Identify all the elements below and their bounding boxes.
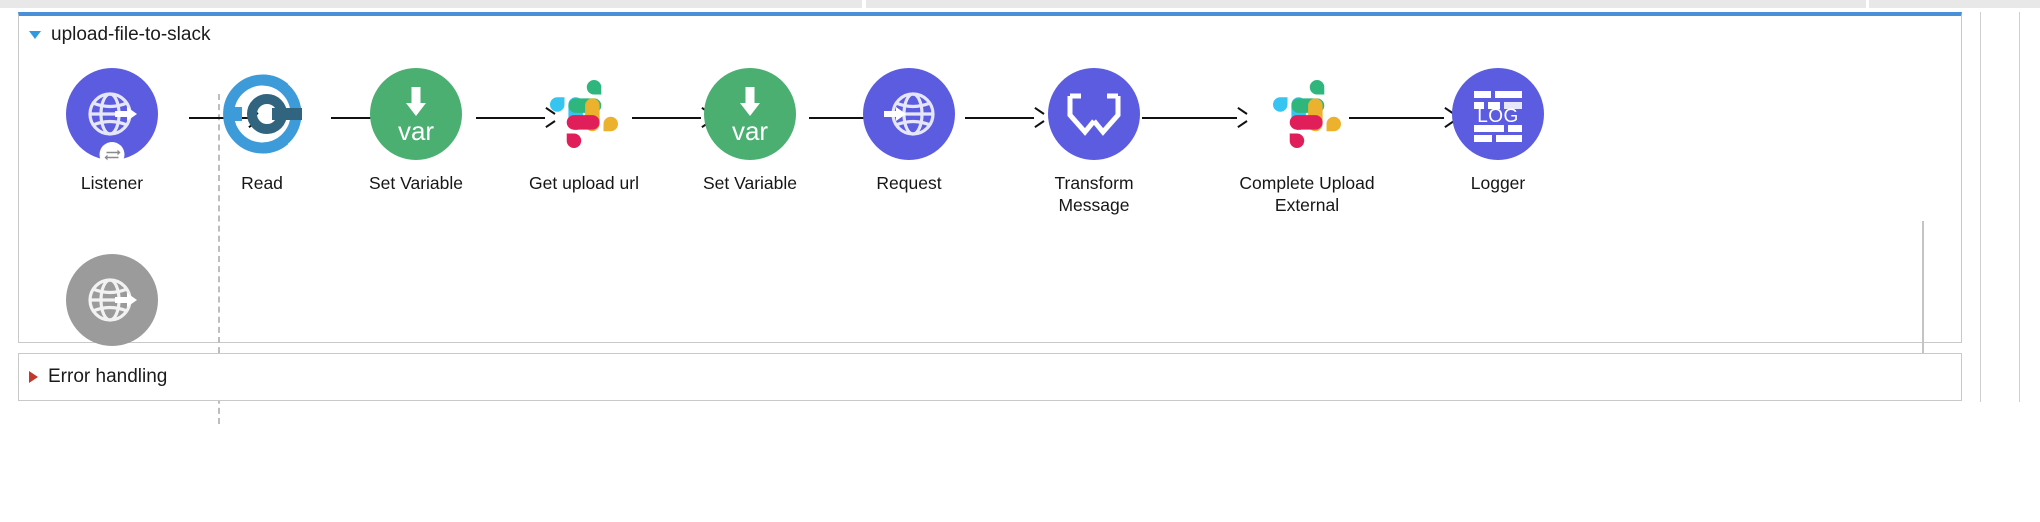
set-variable-var-icon: var (732, 87, 768, 145)
complete-upload-external-node-bubble[interactable] (1261, 68, 1353, 160)
flow-container[interactable]: upload-file-to-slack (18, 12, 1962, 424)
node-label: Listener (80, 173, 144, 193)
http-response-globe-icon (88, 278, 137, 322)
node-label: Transform Message (1054, 173, 1134, 215)
flow-node-set-variable-2[interactable]: var Set Variable (675, 68, 825, 195)
connector-read-to-setvariable1 (331, 112, 409, 124)
http-request-globe-icon (884, 92, 935, 136)
connector-setvariable1-to-getuploadurl (476, 112, 554, 124)
logger-node-bubble[interactable]: LOG (1452, 68, 1544, 160)
flow-node-set-variable-1[interactable]: var Set Variable (341, 68, 491, 195)
node-label: Complete Upload External (1239, 173, 1375, 215)
logger-log-icon: LOG (1474, 91, 1522, 142)
tab-strip-segment-1 (0, 0, 862, 8)
connector-completeupload-to-logger (1349, 112, 1453, 124)
error-handling-section[interactable]: Error handling (18, 353, 1962, 401)
transform-message-node-bubble[interactable] (1048, 68, 1140, 160)
flow-header[interactable]: upload-file-to-slack (19, 20, 210, 50)
svg-text:LOG: LOG (1477, 106, 1519, 127)
error-handling-label: Error handling (48, 366, 168, 387)
node-label: Get upload url (529, 173, 639, 193)
http-listener-globe-icon (88, 92, 137, 136)
canvas-right-rail-inner (1980, 12, 1981, 402)
set-variable-var-icon: var (398, 87, 434, 145)
triangle-down-icon[interactable] (29, 31, 41, 39)
connector-listener-to-read (189, 112, 257, 124)
node-label: Set Variable (368, 173, 464, 193)
node-label: Read (241, 173, 283, 193)
triangle-right-icon[interactable] (29, 371, 38, 383)
dataweave-transform-icon (1067, 93, 1121, 136)
read-node-bubble[interactable] (216, 68, 308, 160)
slack-icon (550, 80, 618, 148)
connector-getuploadurl-to-setvariable2 (632, 112, 710, 124)
flow-node-complete-upload-external[interactable]: Complete Upload External (1232, 68, 1382, 216)
flow-node-logger[interactable]: LOG Logger (1423, 68, 1573, 195)
svg-text:var: var (732, 116, 768, 145)
flow-node-transform-message[interactable]: Transform Message (1019, 68, 1169, 216)
slack-icon (1273, 80, 1341, 148)
tab-strip-segment-3 (1869, 0, 2040, 8)
request-node-bubble[interactable] (863, 68, 955, 160)
source-process-divider (218, 94, 220, 424)
connector-transform-to-completeupload (1142, 112, 1246, 124)
return-path-vertical (1922, 221, 1924, 380)
node-label: Logger (1470, 173, 1526, 193)
flow-node-listener[interactable]: Listener (37, 68, 187, 195)
svg-text:var: var (398, 116, 434, 145)
listener-node-bubble[interactable] (66, 68, 158, 167)
flow-node-request[interactable]: Request (834, 68, 984, 195)
flow-node-get-upload-url[interactable]: Get upload url (509, 68, 659, 195)
flow-name-label: upload-file-to-slack (51, 24, 211, 45)
get-upload-url-node-bubble[interactable] (538, 68, 630, 160)
sync-exchange-icon (99, 142, 125, 167)
file-read-icon (223, 74, 302, 154)
canvas-frame: upload-file-to-slack (18, 12, 2021, 512)
set-variable-node-bubble[interactable]: var (704, 68, 796, 160)
node-label: Request (876, 173, 942, 193)
canvas-right-rail-outer (2019, 12, 2020, 402)
node-label: Set Variable (702, 173, 798, 193)
connector-setvariable2-to-request (809, 112, 887, 124)
flow-node-read[interactable]: Read (187, 68, 337, 195)
connector-request-to-transform (965, 112, 1043, 124)
flow-node-listener-response[interactable] (37, 254, 187, 346)
set-variable-node-bubble[interactable]: var (370, 68, 462, 160)
tab-strip-segment-2 (866, 0, 1866, 8)
listener-response-node-bubble[interactable] (66, 254, 158, 346)
